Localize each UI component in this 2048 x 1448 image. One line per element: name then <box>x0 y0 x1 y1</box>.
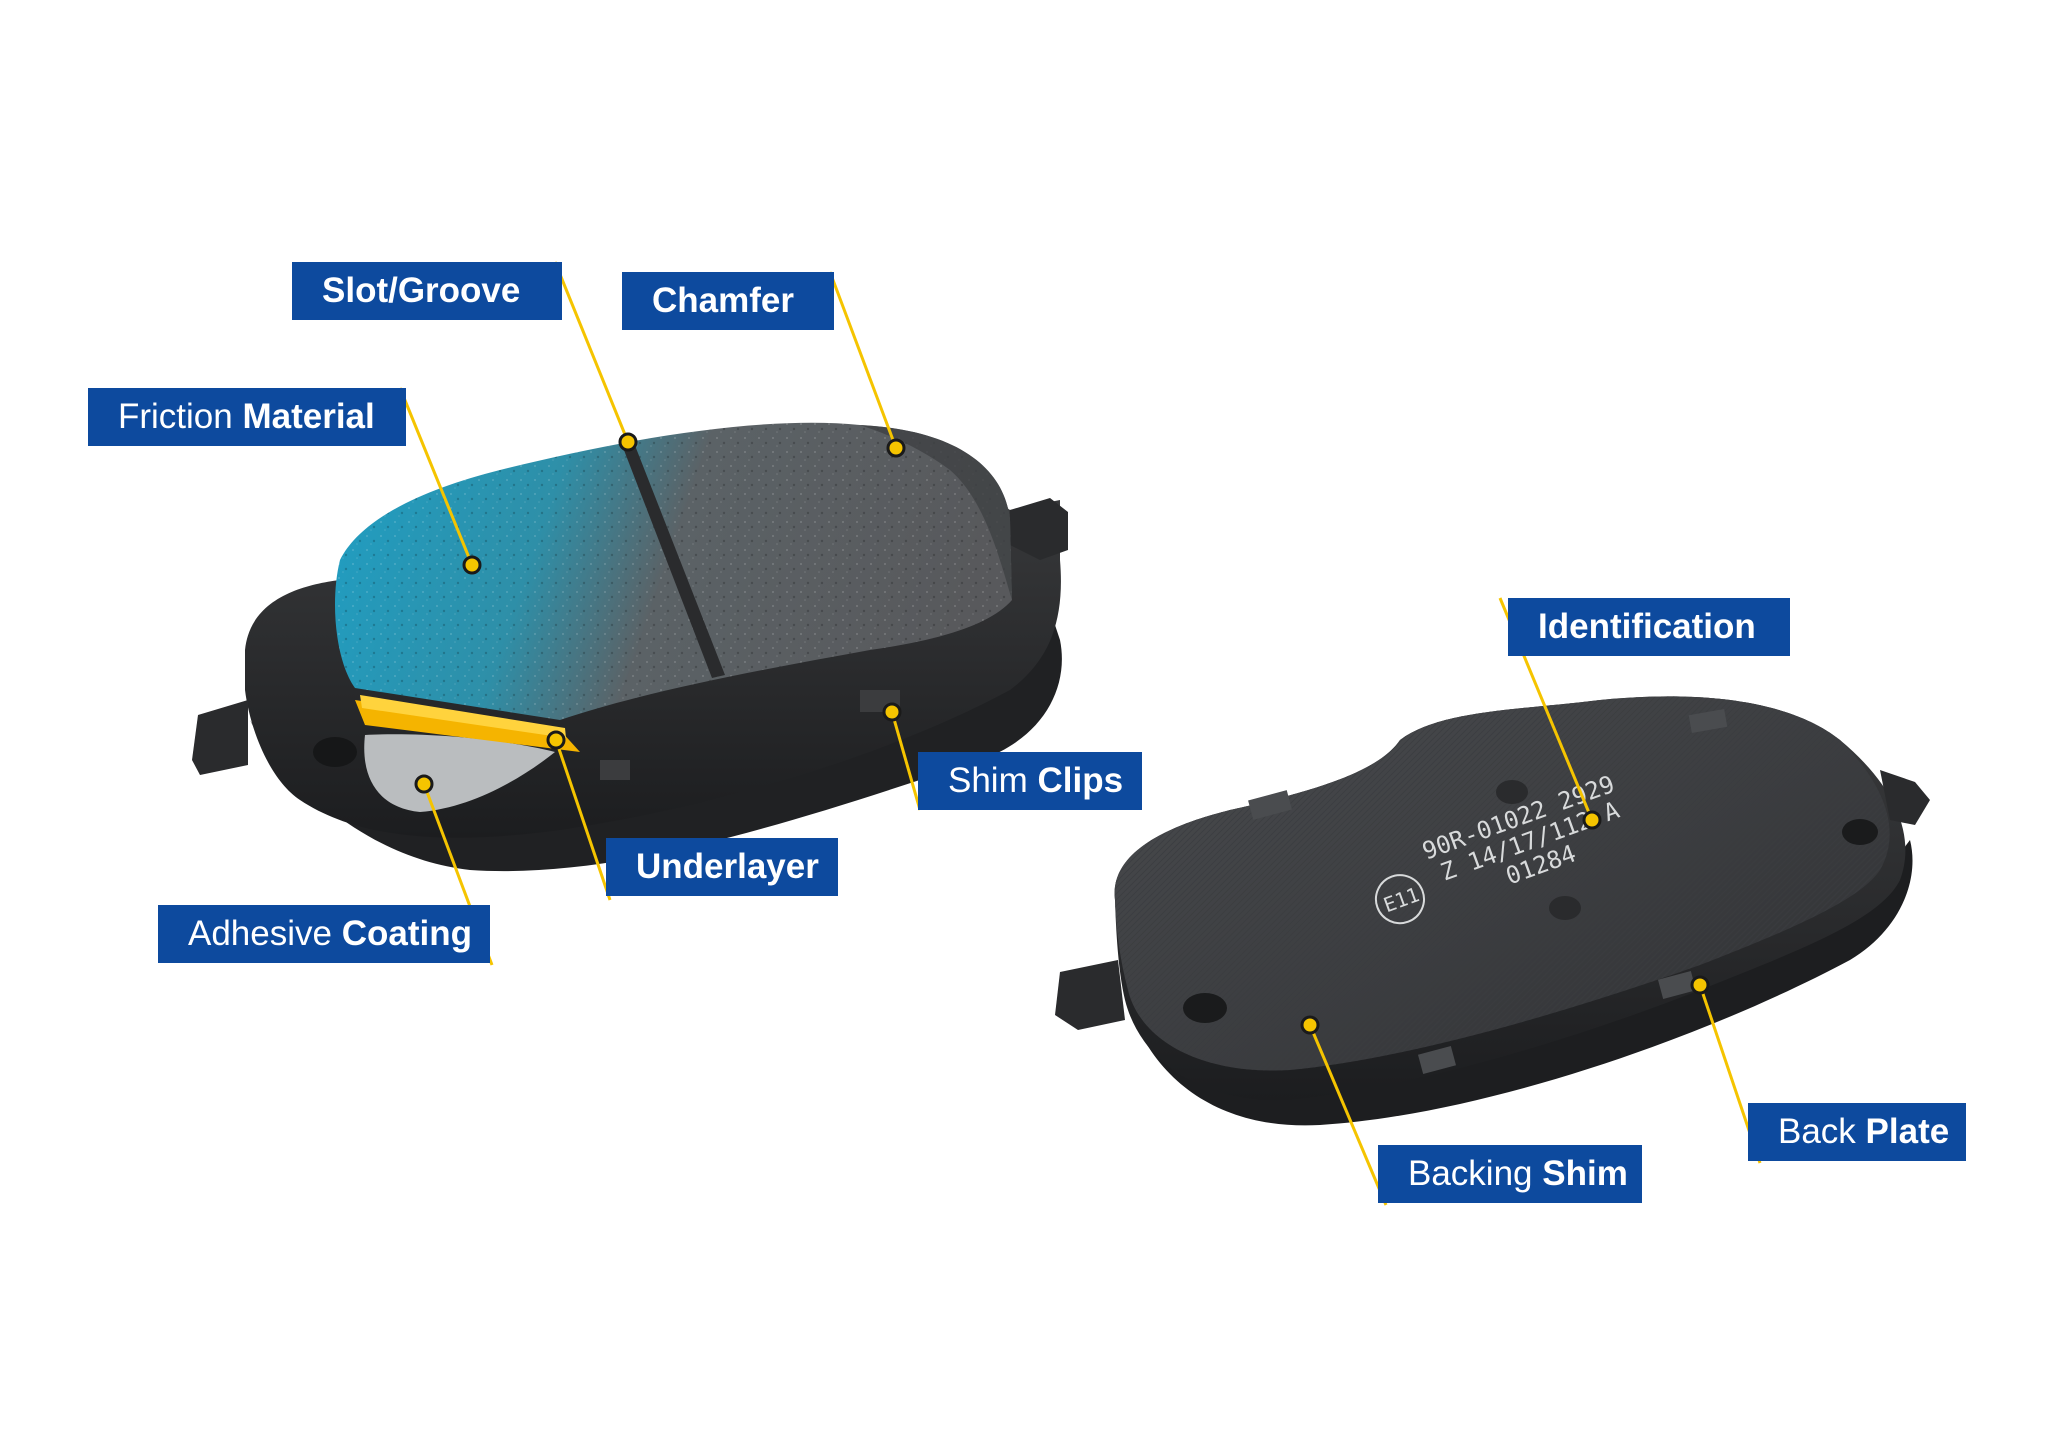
label-friction-material: Friction Material <box>88 388 406 446</box>
dot-back-plate <box>1690 975 1710 995</box>
right-plate-underside <box>1130 840 1913 1126</box>
leader-dots <box>414 432 1710 1035</box>
shim-hole-left <box>1183 993 1227 1023</box>
dot-backing-shim <box>1300 1015 1320 1035</box>
dot-friction-material <box>462 555 482 575</box>
label-back-plate-light: Back <box>1778 1112 1866 1151</box>
label-backing-shim: Backing Shim <box>1378 1145 1642 1203</box>
label-backing-shim-bold: Shim <box>1542 1154 1628 1193</box>
label-chamfer-bold: Chamfer <box>652 281 794 320</box>
dot-identification <box>1582 810 1602 830</box>
shim-hole-right <box>1842 819 1878 845</box>
leader-underlayer <box>554 739 612 901</box>
right-pad-right-ear <box>1880 770 1930 825</box>
dot-shim-clips <box>882 702 902 722</box>
dot-underlayer <box>546 730 566 750</box>
dot-slot-groove <box>618 432 638 452</box>
label-slot-groove-bold: Slot/Groove <box>322 271 521 310</box>
chamfer-edge <box>860 425 1012 600</box>
label-back-plate: Back Plate <box>1748 1103 1966 1161</box>
adhesive-coating-layer <box>364 734 555 812</box>
label-back-plate-bold: Plate <box>1865 1112 1950 1151</box>
leader-backing-shim <box>1308 1024 1388 1206</box>
label-adhesive-coating: Adhesive Coating <box>158 905 490 963</box>
slot-groove <box>622 443 725 678</box>
left-brake-pad <box>192 422 1068 872</box>
label-shim-clips-light: Shim <box>948 761 1038 800</box>
leader-chamfer <box>828 271 898 449</box>
label-identification: Identification <box>1508 598 1790 656</box>
dot-chamfer <box>886 438 906 458</box>
label-friction-material-light: Friction <box>118 397 243 436</box>
right-plate-ear <box>1010 498 1068 560</box>
label-adhesive-coating-bold: Coating <box>341 914 472 953</box>
label-identification-bold: Identification <box>1538 607 1756 646</box>
label-chamfer: Chamfer <box>622 272 834 330</box>
e-mark-circle <box>1374 874 1425 925</box>
label-backing-shim-light: Backing <box>1408 1154 1543 1193</box>
label-friction-material-bold: Material <box>242 397 375 436</box>
label-underlayer: Underlayer <box>606 838 838 896</box>
left-plate-ear <box>192 700 248 775</box>
label-shim-clips-bold: Clips <box>1037 761 1124 800</box>
dot-adhesive-coating <box>414 774 434 794</box>
leader-shim-clips <box>890 711 922 811</box>
label-underlayer-bold: Underlayer <box>636 847 819 886</box>
label-adhesive-coating-light: Adhesive <box>188 914 342 953</box>
left-plate-hole <box>313 737 357 767</box>
leader-slot-groove <box>553 261 630 443</box>
leader-friction-material <box>398 387 474 566</box>
label-slot-groove: Slot/Groove <box>292 262 562 320</box>
label-shim-clips: Shim Clips <box>918 752 1142 810</box>
right-pad-left-ear <box>1055 960 1125 1030</box>
right-brake-pad: 90R-01022 2929 Z 14/17/112 A 01284 E11 <box>1055 696 1930 1126</box>
shim-tab <box>1248 790 1292 820</box>
